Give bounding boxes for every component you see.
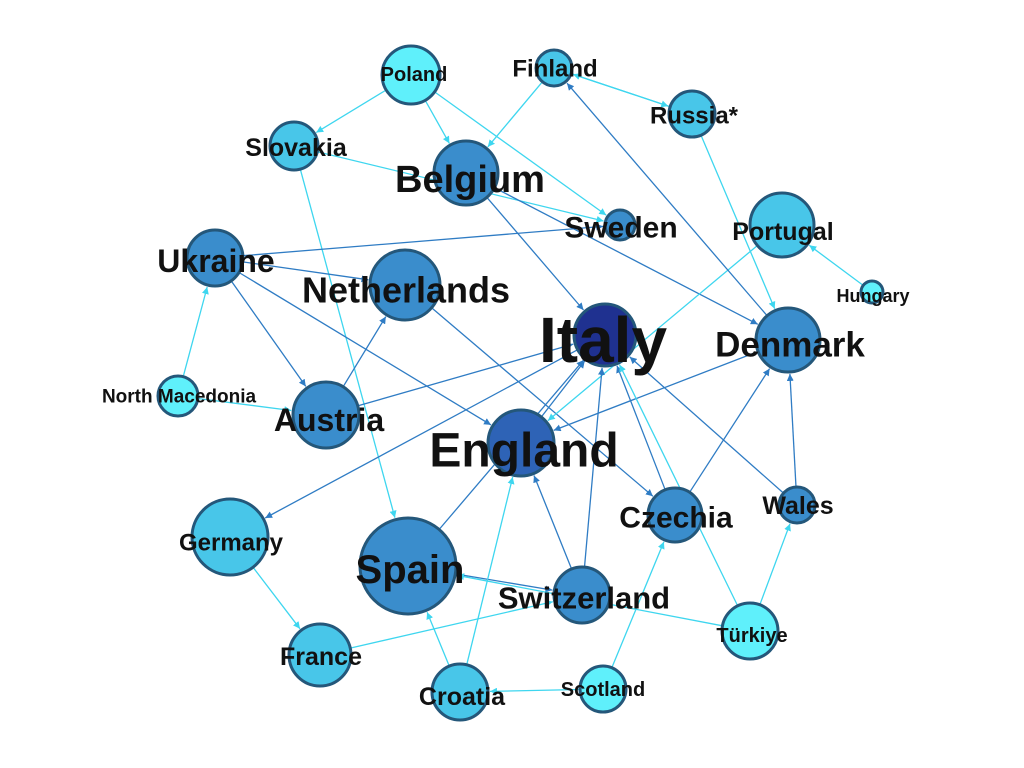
edge-czechia-to-denmark bbox=[689, 368, 771, 493]
node-ukraine bbox=[185, 228, 245, 288]
node-label-russia: Russia* bbox=[650, 103, 739, 130]
edge-finland-to-belgium bbox=[487, 81, 543, 148]
edge-north_macedonia-to-austria bbox=[197, 397, 292, 414]
edge-turkiye-to-wales bbox=[759, 523, 791, 606]
node-sweden bbox=[603, 208, 637, 242]
node-spain bbox=[358, 516, 458, 616]
node-label-croatia: Croatia bbox=[419, 683, 506, 711]
edge-england-to-italy bbox=[540, 360, 586, 418]
node-scotland bbox=[578, 664, 628, 714]
edge-belgium-to-denmark bbox=[494, 187, 759, 325]
node-label-belgium: Belgium bbox=[395, 159, 545, 201]
node-label-poland: Poland bbox=[381, 64, 448, 86]
node-label-north-macedonia: North Macedonia bbox=[102, 387, 257, 408]
edge-belgium-to-italy bbox=[486, 196, 584, 311]
node-netherlands bbox=[368, 248, 442, 322]
node-slovakia bbox=[268, 120, 320, 172]
edge-hungary-to-portugal bbox=[808, 244, 864, 286]
node-belgium bbox=[432, 139, 500, 207]
edge-denmark-to-finland bbox=[566, 82, 768, 317]
node-label-scotland: Scotland bbox=[561, 679, 645, 701]
edge-netherlands-to-czechia bbox=[431, 307, 654, 497]
node-label-germany: Germany bbox=[179, 530, 284, 557]
node-russia bbox=[667, 89, 717, 139]
edge-russia-to-finland bbox=[572, 73, 671, 108]
edge-wales-to-denmark bbox=[786, 373, 797, 488]
edge-north_macedonia-to-ukraine bbox=[182, 286, 209, 377]
edge-scotland-to-croatia bbox=[489, 687, 581, 695]
edge-ukraine-to-netherlands bbox=[242, 261, 369, 283]
edge-spain-to-switzerland bbox=[455, 573, 553, 593]
edge-slovakia-to-spain bbox=[299, 169, 397, 518]
node-czechia bbox=[646, 486, 704, 544]
edge-russia-to-denmark bbox=[700, 134, 776, 309]
node-england bbox=[486, 408, 556, 478]
edge-poland-to-slovakia bbox=[315, 89, 387, 134]
node-north-macedonia bbox=[156, 374, 200, 418]
node-label-sweden: Sweden bbox=[564, 212, 677, 245]
edge-france-to-switzerland bbox=[350, 599, 553, 649]
edge-switzerland-to-england bbox=[533, 475, 573, 570]
node-germany bbox=[190, 497, 270, 577]
edge-czechia-to-italy bbox=[616, 365, 666, 491]
node-label-portugal: Portugal bbox=[732, 218, 833, 246]
node-label-netherlands: Netherlands bbox=[302, 270, 510, 311]
edge-austria-to-netherlands bbox=[342, 316, 387, 388]
edge-italy-to-germany bbox=[264, 349, 579, 519]
edge-poland-to-sweden bbox=[434, 91, 607, 216]
edge-ukraine-to-sweden bbox=[242, 223, 604, 257]
nodes-layer bbox=[156, 44, 885, 722]
edge-poland-to-belgium bbox=[424, 99, 450, 144]
edges-layer bbox=[182, 73, 864, 695]
node-turkiye bbox=[720, 601, 780, 661]
node-label-austria: Austria bbox=[274, 402, 384, 438]
node-italy bbox=[572, 302, 638, 368]
node-label-italy: Italy bbox=[539, 304, 667, 376]
node-label-hungary: Hungary bbox=[836, 286, 909, 306]
node-label-czechia: Czechia bbox=[619, 502, 733, 535]
node-hungary bbox=[859, 279, 885, 305]
node-label-slovakia: Slovakia bbox=[245, 134, 348, 162]
edge-croatia-to-spain bbox=[426, 611, 450, 667]
node-poland bbox=[380, 44, 442, 106]
node-label-wales: Wales bbox=[762, 492, 833, 520]
edge-ukraine-to-austria bbox=[230, 280, 307, 387]
edge-ukraine-to-england bbox=[238, 271, 492, 426]
node-label-finland: Finland bbox=[512, 56, 597, 83]
edge-portugal-to-england bbox=[547, 245, 758, 422]
node-label-switzerland: Switzerland bbox=[498, 581, 670, 616]
node-wales bbox=[777, 485, 817, 525]
edge-austria-to-italy bbox=[357, 342, 574, 407]
node-portugal bbox=[748, 191, 816, 259]
node-croatia bbox=[430, 662, 490, 722]
node-label-france: France bbox=[280, 643, 362, 671]
edge-wales-to-italy bbox=[629, 356, 784, 494]
edge-germany-to-france bbox=[252, 566, 301, 630]
edge-scotland-to-czechia bbox=[611, 541, 665, 668]
node-label-spain: Spain bbox=[356, 548, 465, 592]
node-label-england: England bbox=[429, 425, 618, 478]
edge-switzerland-to-italy bbox=[583, 367, 605, 568]
node-austria bbox=[291, 380, 361, 450]
node-finland bbox=[534, 48, 574, 88]
edge-denmark-to-england bbox=[553, 350, 759, 432]
node-label-ukraine: Ukraine bbox=[157, 243, 274, 279]
node-label-denmark: Denmark bbox=[715, 326, 865, 365]
edge-croatia-to-england bbox=[466, 476, 515, 665]
node-label-turkiye: Türkiye bbox=[716, 625, 787, 647]
node-switzerland bbox=[552, 565, 612, 625]
node-denmark bbox=[754, 306, 822, 374]
node-france bbox=[287, 622, 353, 688]
edge-turkiye-to-italy bbox=[618, 364, 739, 607]
